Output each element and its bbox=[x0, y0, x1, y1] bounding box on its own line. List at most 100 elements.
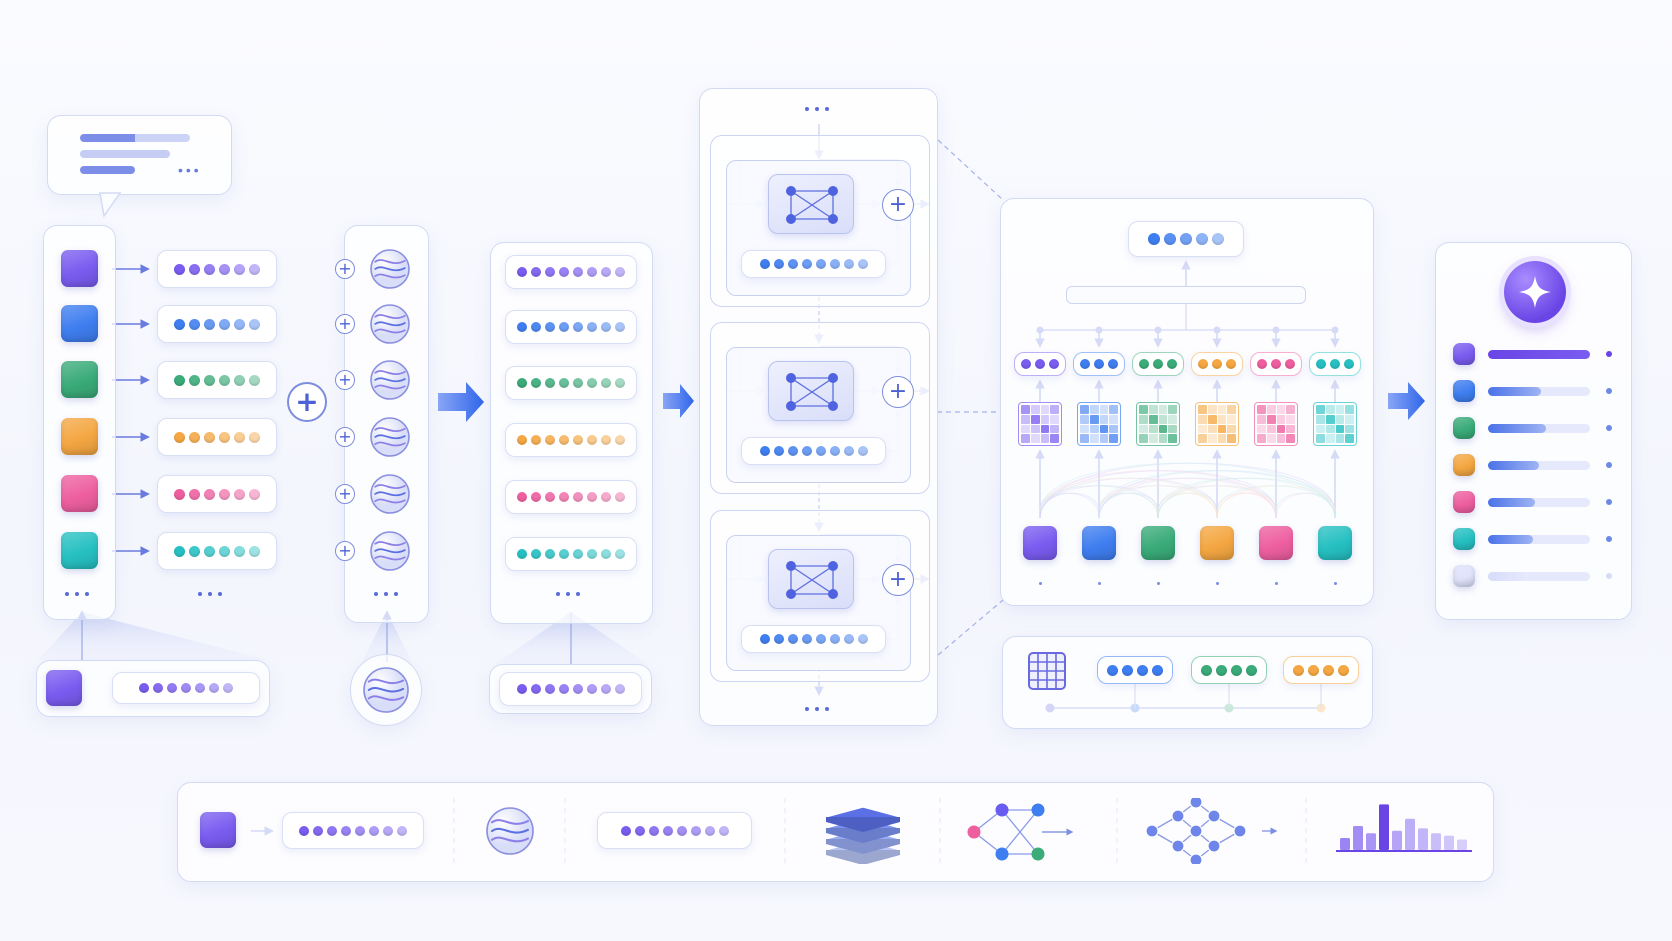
graph-node bbox=[995, 803, 1009, 817]
ellipsis-dot bbox=[65, 592, 69, 596]
prompt-bubble: ••• bbox=[47, 115, 232, 195]
matrix-cell bbox=[1139, 414, 1148, 424]
embedding-dot bbox=[559, 435, 569, 445]
matrix-cell bbox=[1198, 405, 1207, 414]
matrix-cell bbox=[1158, 405, 1168, 414]
matrix-cell bbox=[1080, 414, 1089, 424]
embedding-dot bbox=[615, 549, 625, 559]
matrix-cell bbox=[1050, 414, 1059, 424]
embedding-dot bbox=[815, 446, 826, 456]
wave-line bbox=[374, 498, 406, 504]
output-bar-fill bbox=[1488, 350, 1590, 359]
matrix-cell bbox=[1050, 434, 1059, 443]
embedding-dot bbox=[587, 267, 597, 277]
add-icon: + bbox=[335, 427, 355, 447]
tick-dot bbox=[1333, 582, 1337, 585]
matrix-cell bbox=[1217, 434, 1227, 443]
embedding-dot bbox=[587, 492, 597, 502]
wave-line bbox=[491, 836, 529, 843]
graph-edge bbox=[790, 565, 834, 595]
wave-line bbox=[374, 427, 406, 432]
embedding-dot bbox=[615, 322, 625, 332]
ellipsis-dot bbox=[576, 592, 580, 596]
embedding-dot bbox=[573, 322, 583, 332]
matrix-cell bbox=[1168, 434, 1177, 443]
embedding-dot bbox=[1212, 359, 1222, 369]
ellipsis-dot bbox=[825, 707, 829, 711]
embedding-dot bbox=[1196, 233, 1208, 245]
add-icon: + bbox=[335, 314, 355, 334]
matrix-cell bbox=[1227, 424, 1236, 434]
graph-node bbox=[1145, 824, 1159, 838]
ellipsis-icon bbox=[805, 704, 845, 716]
matrix-cell bbox=[1316, 434, 1325, 443]
graph-node bbox=[995, 847, 1009, 861]
wave-line bbox=[374, 259, 406, 264]
output-dot bbox=[1606, 573, 1612, 579]
embedding-dot bbox=[174, 545, 185, 557]
graph-node bbox=[1171, 809, 1185, 823]
embedding-dot bbox=[601, 435, 611, 445]
embedding-dot bbox=[249, 545, 260, 557]
wave-line bbox=[491, 827, 529, 834]
residual-add-icon: + bbox=[882, 376, 914, 408]
embedding-dot bbox=[174, 374, 185, 386]
embedding-dot bbox=[1216, 664, 1227, 676]
attention-token-square bbox=[1200, 526, 1234, 560]
matrix-cell bbox=[1099, 414, 1109, 424]
output-bar-fill bbox=[1488, 535, 1533, 544]
matrix-cell bbox=[1099, 424, 1109, 434]
embedding-dot bbox=[189, 318, 200, 330]
ellipsis-dot bbox=[374, 592, 378, 596]
output-bar-fill bbox=[1488, 387, 1541, 396]
ellipsis-icon: ••• bbox=[178, 162, 202, 178]
add-icon: + bbox=[335, 370, 355, 390]
ellipsis-dot bbox=[218, 592, 222, 596]
embedding-dot bbox=[219, 263, 230, 275]
embedding-dot bbox=[234, 431, 245, 443]
ellipsis-dot bbox=[805, 707, 809, 711]
tick-dot bbox=[1097, 582, 1101, 585]
embedding-dot bbox=[620, 825, 631, 836]
embedding-dot bbox=[815, 634, 826, 644]
token-square bbox=[61, 305, 98, 342]
token-embedding-detail bbox=[112, 672, 260, 704]
matrix-cell bbox=[1286, 424, 1295, 434]
embedding-dot bbox=[219, 374, 230, 386]
embedding-dot bbox=[773, 634, 784, 644]
ellipsis-dot bbox=[556, 592, 560, 596]
embedding-dot bbox=[773, 446, 784, 456]
output-bar-fill bbox=[1488, 461, 1539, 470]
embedding-dot bbox=[1094, 359, 1104, 369]
embedding-dot bbox=[219, 545, 230, 557]
matrix-cell bbox=[1286, 414, 1295, 424]
matrix-cell bbox=[1099, 405, 1109, 414]
embedding-dot bbox=[587, 549, 597, 559]
matrix-cell bbox=[1109, 424, 1118, 434]
embedding-dot bbox=[843, 446, 854, 456]
embedding-dot bbox=[587, 322, 597, 332]
network-graph-icon bbox=[966, 800, 1088, 864]
matrix-cell bbox=[1040, 405, 1050, 414]
embedding-dot bbox=[545, 492, 555, 502]
embedding-dot bbox=[1108, 359, 1118, 369]
graph-node bbox=[967, 825, 981, 839]
matrix-cell bbox=[1266, 414, 1276, 424]
matrix-cell bbox=[1030, 424, 1040, 434]
token-embedding-pill bbox=[157, 418, 277, 456]
grid-icon bbox=[1028, 652, 1066, 690]
matrix-cell bbox=[1217, 424, 1227, 434]
add-button[interactable]: + bbox=[287, 382, 327, 422]
ellipsis-dot bbox=[208, 592, 212, 596]
embedding-dot bbox=[614, 684, 625, 694]
embedding-dot bbox=[1021, 359, 1031, 369]
embedding-dot bbox=[234, 318, 245, 330]
flow-arrow bbox=[438, 382, 484, 422]
embedding-dot bbox=[234, 488, 245, 500]
embedding-dot bbox=[249, 263, 260, 275]
ellipsis-dot bbox=[198, 592, 202, 596]
histogram-bar bbox=[1353, 826, 1363, 850]
layer-hidden-state-pill bbox=[741, 437, 886, 465]
matrix-cell bbox=[1207, 424, 1217, 434]
embedding-dot bbox=[189, 263, 200, 275]
